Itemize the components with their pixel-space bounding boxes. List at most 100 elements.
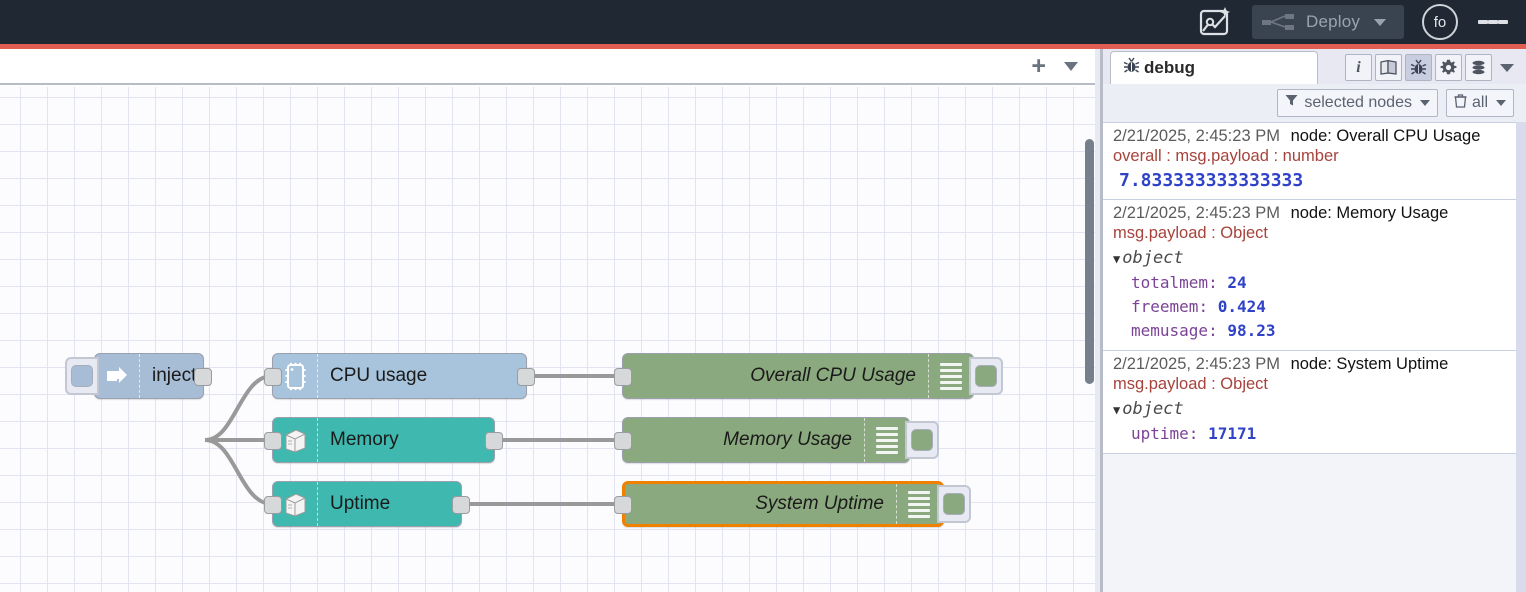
inject-button-inner <box>71 365 93 387</box>
node-output-port[interactable] <box>517 368 535 386</box>
debug-message-node: node: Overall CPU Usage <box>1290 127 1481 145</box>
property-value: 24 <box>1227 273 1247 292</box>
flow-sparkle-icon[interactable] <box>1196 4 1236 40</box>
debug-button-inner <box>911 429 933 451</box>
canvas-right-gutter <box>1095 49 1100 592</box>
header-accent-line <box>0 44 1526 49</box>
node-input-port[interactable] <box>614 496 632 514</box>
debug-object-root[interactable]: ▼object <box>1113 399 1526 419</box>
debug-lines-icon <box>864 418 909 462</box>
debug-object-property: uptime: 17171 <box>1131 424 1257 443</box>
bug-icon <box>1123 57 1140 79</box>
sidebar-tab-icons: i <box>1342 54 1522 81</box>
bug-icon[interactable] <box>1405 54 1432 81</box>
node-input-port[interactable] <box>264 496 282 514</box>
flow-canvas[interactable]: inject CPU usage <box>0 87 1100 592</box>
property-key: freemem <box>1131 297 1199 316</box>
menu-line <box>1478 20 1488 24</box>
node-input-port[interactable] <box>264 368 282 386</box>
expand-caret-down-icon[interactable]: ▼ <box>1113 252 1121 266</box>
debug-toggle-button[interactable] <box>937 485 971 523</box>
debug-message-timestamp: 2/21/2025, 2:45:23 PM <box>1113 204 1280 222</box>
hamburger-menu-icon[interactable] <box>1478 16 1508 28</box>
debug-message-topic: overall : msg.payload : number <box>1113 147 1339 165</box>
node-input-port[interactable] <box>614 432 632 450</box>
right-sidebar: debug i <box>1100 49 1526 592</box>
property-value: 17171 <box>1208 424 1257 443</box>
deploy-button[interactable]: Deploy <box>1252 5 1404 39</box>
debug-message-value: 7.833333333333333 <box>1119 170 1304 191</box>
debug-message-node: node: System Uptime <box>1290 355 1449 373</box>
debug-lines-icon <box>928 354 973 398</box>
inject-trigger-button[interactable] <box>65 357 99 395</box>
chevron-down-icon <box>1496 100 1506 106</box>
node-uptime[interactable]: Uptime <box>264 481 470 527</box>
sidebar-tabs-chevron-down-icon[interactable] <box>1500 63 1514 72</box>
workspace-tabbar: + <box>0 49 1100 85</box>
node-debug-overall-cpu-usage[interactable]: Overall CPU Usage <box>614 353 1003 399</box>
node-memory[interactable]: Memory <box>264 417 503 463</box>
node-debug-memory-usage[interactable]: Memory Usage <box>614 417 939 463</box>
debug-message[interactable]: 2/21/2025, 2:45:23 PM node: Memory Usage… <box>1103 200 1526 351</box>
deploy-label: Deploy <box>1306 12 1361 31</box>
node-debug-system-uptime[interactable]: System Uptime <box>614 481 971 527</box>
debug-clear-button[interactable]: all <box>1445 89 1514 117</box>
expand-caret-down-icon[interactable]: ▼ <box>1113 403 1121 417</box>
add-flow-button[interactable]: + <box>1031 51 1046 80</box>
sidebar-scroll-gutter[interactable] <box>1516 122 1526 592</box>
node-label: inject <box>152 365 197 386</box>
avatar[interactable]: fo <box>1422 4 1458 40</box>
node-label: Uptime <box>330 493 391 514</box>
node-input-port[interactable] <box>614 368 632 386</box>
debug-object-property: memusage: 98.23 <box>1131 321 1276 340</box>
context-data-icon[interactable] <box>1465 54 1492 81</box>
debug-message[interactable]: 2/21/2025, 2:45:23 PM node: Overall CPU … <box>1103 122 1526 200</box>
debug-message-header: 2/21/2025, 2:45:23 PM node: System Uptim… <box>1113 355 1526 374</box>
debug-toggle-button[interactable] <box>969 357 1003 395</box>
debug-object-label: object <box>1122 399 1184 419</box>
debug-object-property: freemem: 0.424 <box>1131 297 1266 316</box>
book-icon[interactable] <box>1375 54 1402 81</box>
node-input-port[interactable] <box>264 432 282 450</box>
property-value: 0.424 <box>1217 297 1266 316</box>
avatar-initials: fo <box>1433 13 1447 31</box>
node-label: Memory Usage <box>723 429 852 450</box>
app-header: Deploy fo <box>0 0 1526 44</box>
debug-toggle-button[interactable] <box>905 421 939 459</box>
node-output-port[interactable] <box>485 432 503 450</box>
debug-toolbar: selected nodes all <box>1103 84 1526 122</box>
node-label: Memory <box>330 429 399 450</box>
debug-filter-button[interactable]: selected nodes <box>1277 89 1438 117</box>
server-box-icon <box>273 482 318 526</box>
node-output-port[interactable] <box>452 496 470 514</box>
chevron-down-icon[interactable] <box>1374 18 1387 26</box>
property-key: totalmem <box>1131 273 1209 292</box>
debug-clear-label: all <box>1471 94 1488 111</box>
flow-menu-chevron-down-icon[interactable] <box>1064 61 1078 71</box>
node-output-port[interactable] <box>194 368 212 386</box>
menu-line <box>1498 20 1508 24</box>
menu-line <box>1488 20 1498 24</box>
funnel-icon <box>1285 94 1298 112</box>
debug-message-topic: msg.payload : Object <box>1113 224 1268 242</box>
debug-filter-label: selected nodes <box>1304 94 1412 111</box>
debug-button-inner <box>975 365 997 387</box>
inject-arrow-icon <box>95 354 140 398</box>
node-label: CPU usage <box>330 365 428 386</box>
info-icon[interactable]: i <box>1345 54 1372 81</box>
node-label: System Uptime <box>755 493 884 514</box>
debug-object-root[interactable]: ▼object <box>1113 248 1526 268</box>
tab-debug[interactable]: debug <box>1110 51 1318 84</box>
property-key: memusage <box>1131 321 1209 340</box>
property-value: 98.23 <box>1227 321 1276 340</box>
canvas-vertical-scrollbar[interactable] <box>1085 139 1094 384</box>
cpu-chip-icon <box>273 354 318 398</box>
node-cpu-usage[interactable]: CPU usage <box>264 353 535 399</box>
debug-message-list[interactable]: 2/21/2025, 2:45:23 PM node: Overall CPU … <box>1103 122 1526 592</box>
debug-message-header: 2/21/2025, 2:45:23 PM node: Memory Usage <box>1113 204 1526 223</box>
debug-message-timestamp: 2/21/2025, 2:45:23 PM <box>1113 355 1280 373</box>
gear-icon[interactable] <box>1435 54 1462 81</box>
node-inject[interactable]: inject <box>65 353 212 399</box>
property-key: uptime <box>1131 424 1189 443</box>
debug-message[interactable]: 2/21/2025, 2:45:23 PM node: System Uptim… <box>1103 351 1526 454</box>
